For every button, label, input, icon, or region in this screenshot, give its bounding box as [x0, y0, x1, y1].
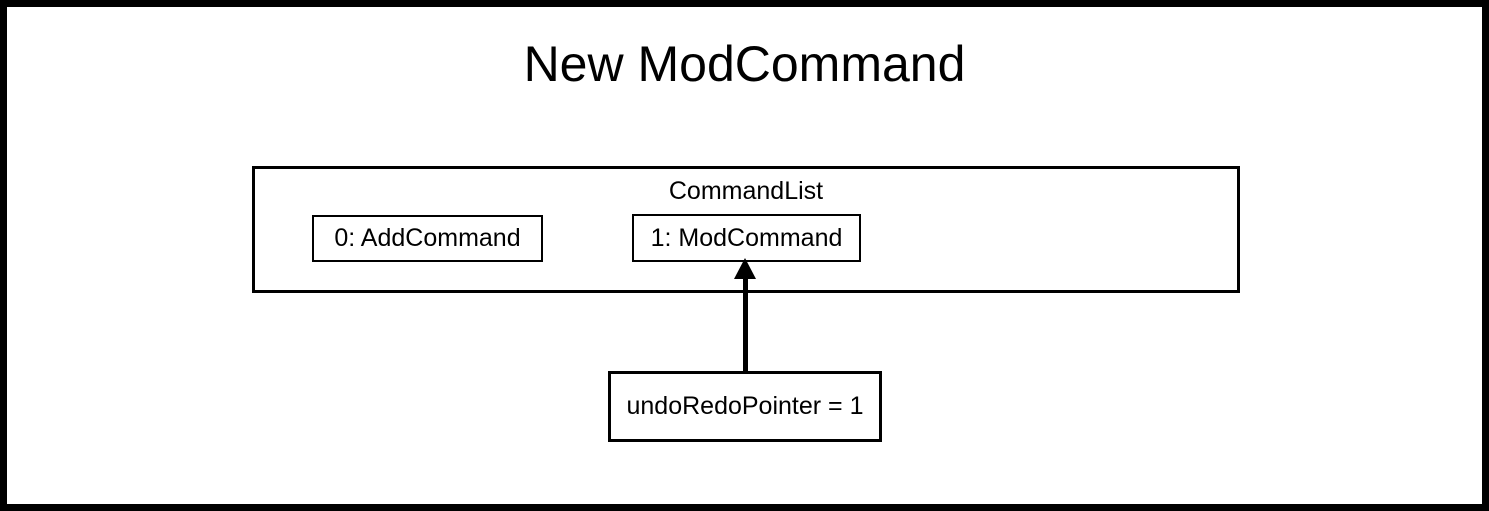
slide-title: New ModCommand	[523, 36, 966, 92]
command-item-mod: 1: ModCommand	[632, 214, 861, 262]
command-list-label: CommandList	[668, 177, 824, 205]
arrow-up-icon	[734, 258, 756, 279]
command-list-container: CommandList 0: AddCommand 1: ModCommand	[252, 166, 1240, 293]
pointer-arrow-line	[743, 274, 748, 371]
command-item-add: 0: AddCommand	[312, 215, 543, 262]
undo-redo-pointer-box: undoRedoPointer = 1	[608, 371, 882, 442]
